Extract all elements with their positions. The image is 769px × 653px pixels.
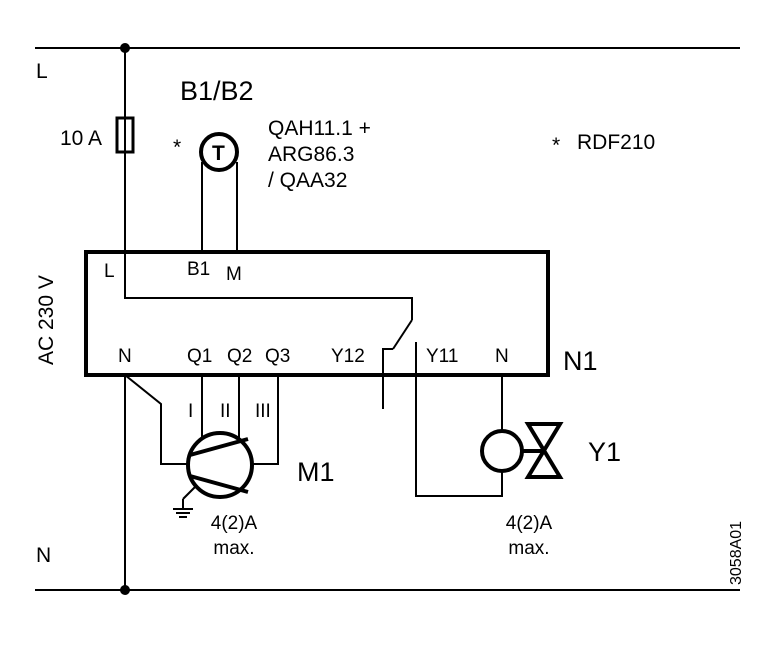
- sensor-model-line-2: ARG86.3: [268, 143, 354, 166]
- terminal-q3: Q3: [265, 346, 290, 367]
- terminal-n-motor: N: [118, 346, 132, 367]
- valve-rating-line-2: max.: [508, 538, 549, 559]
- controller-model-marker: *: [552, 134, 560, 157]
- relay-contact-blade: [392, 319, 413, 350]
- terminal-q1: Q1: [187, 346, 212, 367]
- temperature-sensor-icon: [199, 132, 239, 172]
- motor-neutral-wire: [124, 374, 188, 465]
- motor-speed-label-3: III: [255, 401, 271, 422]
- terminal-n-valve: N: [495, 346, 509, 367]
- terminal-m: M: [226, 264, 242, 285]
- line-rail-label: L: [36, 60, 48, 83]
- ground-lead: [182, 485, 197, 500]
- sensor-designation: B1/B2: [180, 76, 254, 106]
- valve-body-icon: [524, 422, 564, 479]
- controller-model: RDF210: [577, 131, 655, 154]
- terminal-q2: Q2: [227, 346, 252, 367]
- temperature-sensor-letter: T: [212, 142, 225, 165]
- sensor-model-line-1: QAH11.1 +: [268, 117, 371, 140]
- terminal-y11: Y11: [426, 346, 458, 367]
- valve-actuator-icon: [480, 429, 524, 473]
- valve-designation: Y1: [588, 437, 621, 467]
- controller-box: [84, 250, 550, 377]
- motor-rating-line-1: 4(2)A: [211, 513, 258, 534]
- relay-contact-y12: [382, 348, 393, 409]
- supply-voltage-label: AC 230 V: [35, 275, 58, 365]
- internal-l-wire: [124, 252, 413, 320]
- valve-wire-y11: [415, 375, 503, 497]
- sensor-model-line-3: / QAA32: [268, 169, 347, 192]
- terminal-y12: Y12: [331, 346, 365, 367]
- fuse-rating-label: 10 A: [60, 127, 102, 150]
- motor-designation: M1: [297, 457, 335, 487]
- motor-rating-line-2: max.: [213, 538, 254, 559]
- controller-designation: N1: [563, 346, 598, 376]
- motor-rotor-line-upper: [189, 437, 249, 457]
- drawing-number: 3058A01: [728, 521, 745, 585]
- motor-wire-q3: [252, 375, 279, 465]
- motor-rotor-line-lower: [189, 474, 249, 494]
- terminal-b1: B1: [187, 259, 210, 280]
- valve-rating-line-1: 4(2)A: [506, 513, 553, 534]
- motor-speed-label-2: II: [220, 401, 231, 422]
- terminal-l: L: [104, 261, 115, 282]
- neutral-rail-label: N: [36, 544, 51, 567]
- sensor-option-marker: *: [173, 136, 181, 159]
- motor-speed-label-1: I: [188, 401, 193, 422]
